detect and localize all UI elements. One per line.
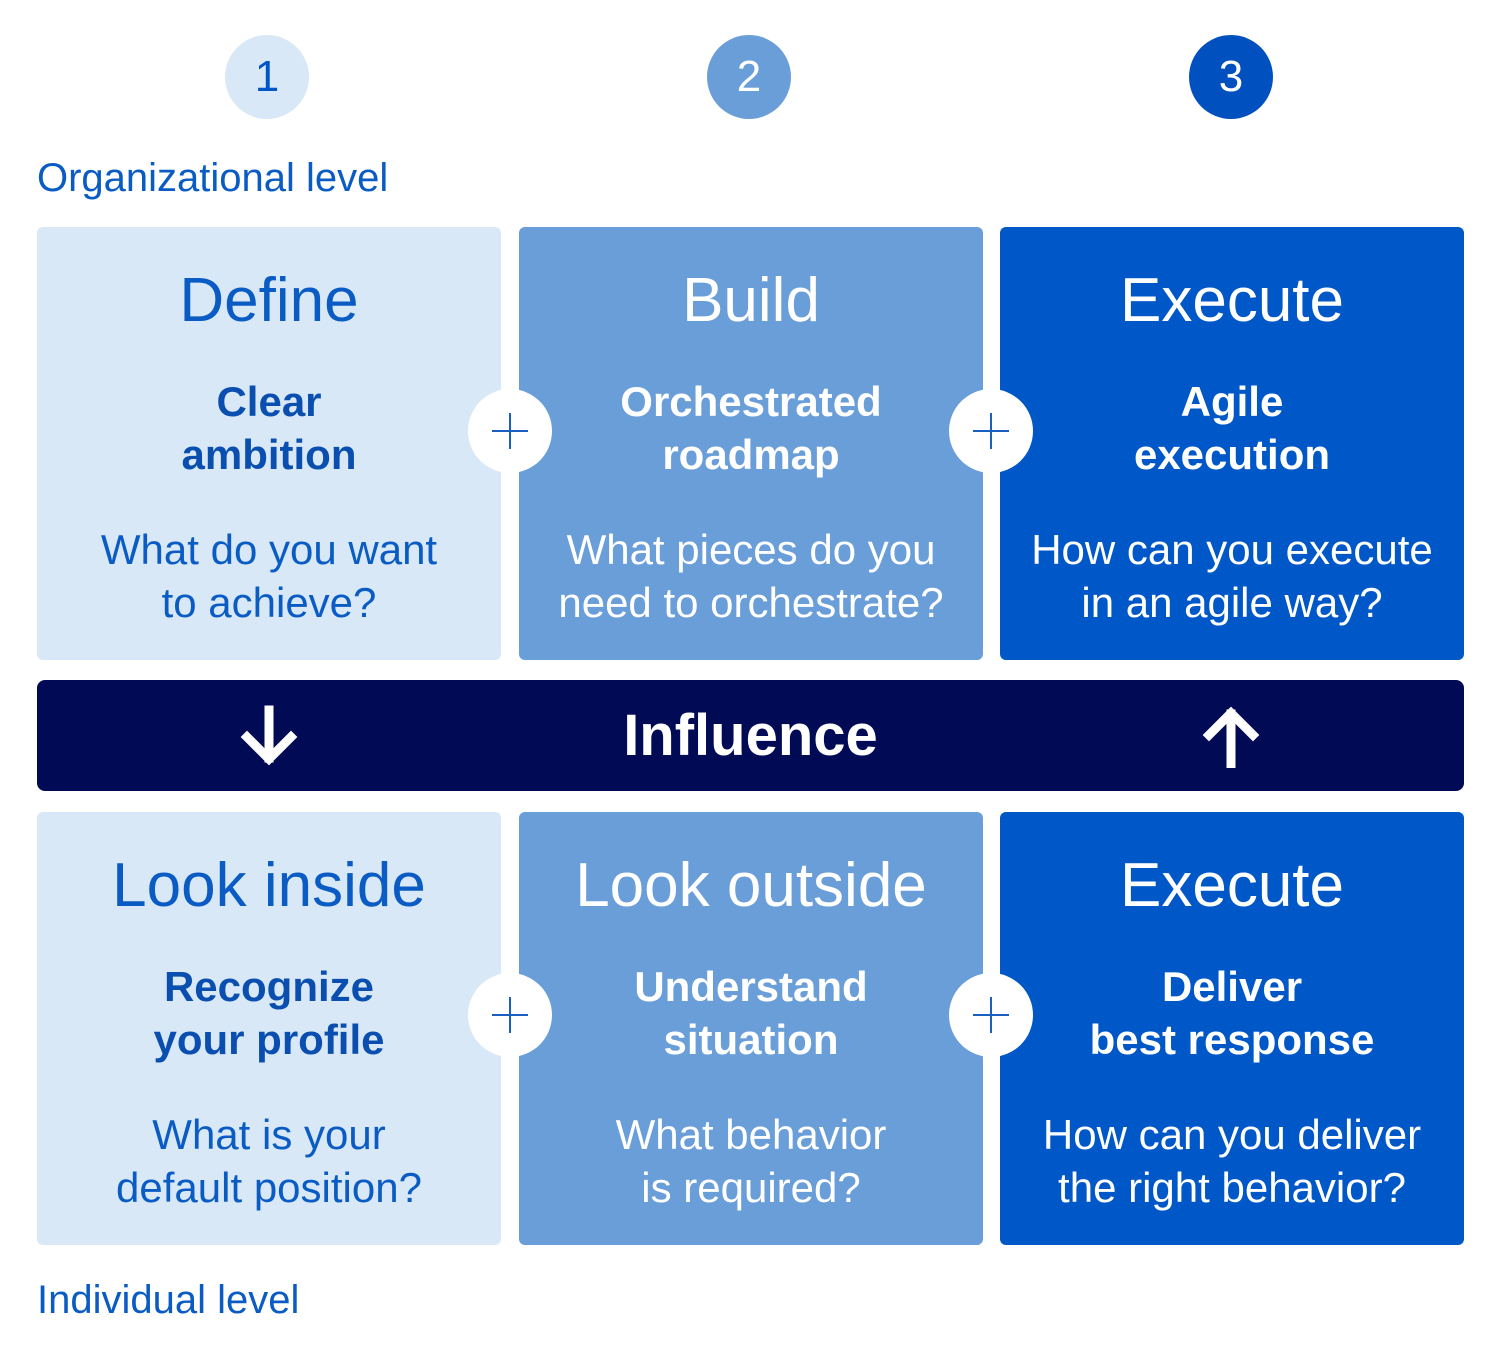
card-look-inside: Look inside Recognize your profile What …	[37, 812, 501, 1245]
individual-level-label: Individual level	[37, 1278, 300, 1322]
card-subtitle-line: Deliver	[1161, 963, 1303, 1010]
plus-icon	[468, 389, 552, 473]
card-subtitle-line: ambition	[181, 431, 357, 478]
card-question-line: in an agile way?	[1081, 579, 1383, 626]
card-question-line: default position?	[116, 1164, 422, 1211]
card-question-line: to achieve?	[161, 579, 377, 626]
card-title: Define	[179, 266, 359, 335]
card-title: Execute	[1119, 266, 1345, 335]
step-3-circle: 3	[1189, 35, 1273, 119]
card-question-line: is required?	[641, 1164, 861, 1211]
step-1-circle: 1	[225, 35, 309, 119]
card-question: What is your default position?	[47, 1108, 491, 1214]
card-subtitle-line: Clear	[216, 378, 322, 425]
card-subtitle-line: situation	[663, 1016, 839, 1063]
card-question-line: What pieces do you	[566, 526, 936, 573]
plus-icon	[949, 389, 1033, 473]
card-title: Look outside	[575, 851, 927, 920]
card-execute-org: Execute Agile execution How can you exec…	[1000, 227, 1464, 660]
card-question-line: How can you execute	[1031, 526, 1433, 573]
card-question: What pieces do you need to orchestrate?	[529, 523, 973, 629]
card-subtitle: Understand situation	[539, 960, 963, 1066]
card-question-line: What do you want	[100, 526, 438, 573]
influence-label: Influence	[623, 703, 878, 768]
arrow-up-icon	[1202, 706, 1260, 768]
card-title: Execute	[1119, 851, 1345, 920]
plus-icon	[949, 973, 1033, 1057]
card-subtitle: Deliver best response	[1020, 960, 1444, 1066]
card-question: What behavior is required?	[529, 1108, 973, 1214]
card-look-outside: Look outside Understand situation What b…	[519, 812, 983, 1245]
card-subtitle-line: Understand	[634, 963, 868, 1010]
card-question-line: How can you deliver	[1042, 1111, 1422, 1158]
card-question: What do you want to achieve?	[47, 523, 491, 629]
card-define: Define Clear ambition What do you want t…	[37, 227, 501, 660]
card-execute-individual: Execute Deliver best response How can yo…	[1000, 812, 1464, 1245]
card-subtitle-line: Orchestrated	[620, 378, 882, 425]
influence-bar: Influence	[37, 680, 1464, 791]
plus-icon	[468, 973, 552, 1057]
card-subtitle-line: Recognize	[163, 963, 375, 1010]
card-subtitle: Orchestrated roadmap	[539, 375, 963, 481]
card-subtitle: Recognize your profile	[57, 960, 481, 1066]
card-question: How can you deliver the right behavior?	[1010, 1108, 1454, 1214]
card-subtitle-line: your profile	[153, 1016, 385, 1063]
card-build: Build Orchestrated roadmap What pieces d…	[519, 227, 983, 660]
organizational-level-label: Organizational level	[37, 156, 389, 200]
card-subtitle-line: roadmap	[662, 431, 840, 478]
card-question-line: need to orchestrate?	[558, 579, 944, 626]
step-2-circle: 2	[707, 35, 791, 119]
card-question-line: the right behavior?	[1058, 1164, 1406, 1211]
card-title: Build	[682, 266, 820, 335]
card-subtitle: Agile execution	[1020, 375, 1444, 481]
card-subtitle: Clear ambition	[57, 375, 481, 481]
card-question: How can you execute in an agile way?	[1010, 523, 1454, 629]
card-subtitle-line: execution	[1133, 431, 1331, 478]
card-question-line: What is your	[152, 1111, 386, 1158]
card-subtitle-line: best response	[1089, 1016, 1375, 1063]
card-question-line: What behavior	[615, 1111, 887, 1158]
arrow-down-icon	[240, 705, 298, 766]
card-subtitle-line: Agile	[1180, 378, 1284, 425]
card-title: Look inside	[112, 851, 426, 920]
